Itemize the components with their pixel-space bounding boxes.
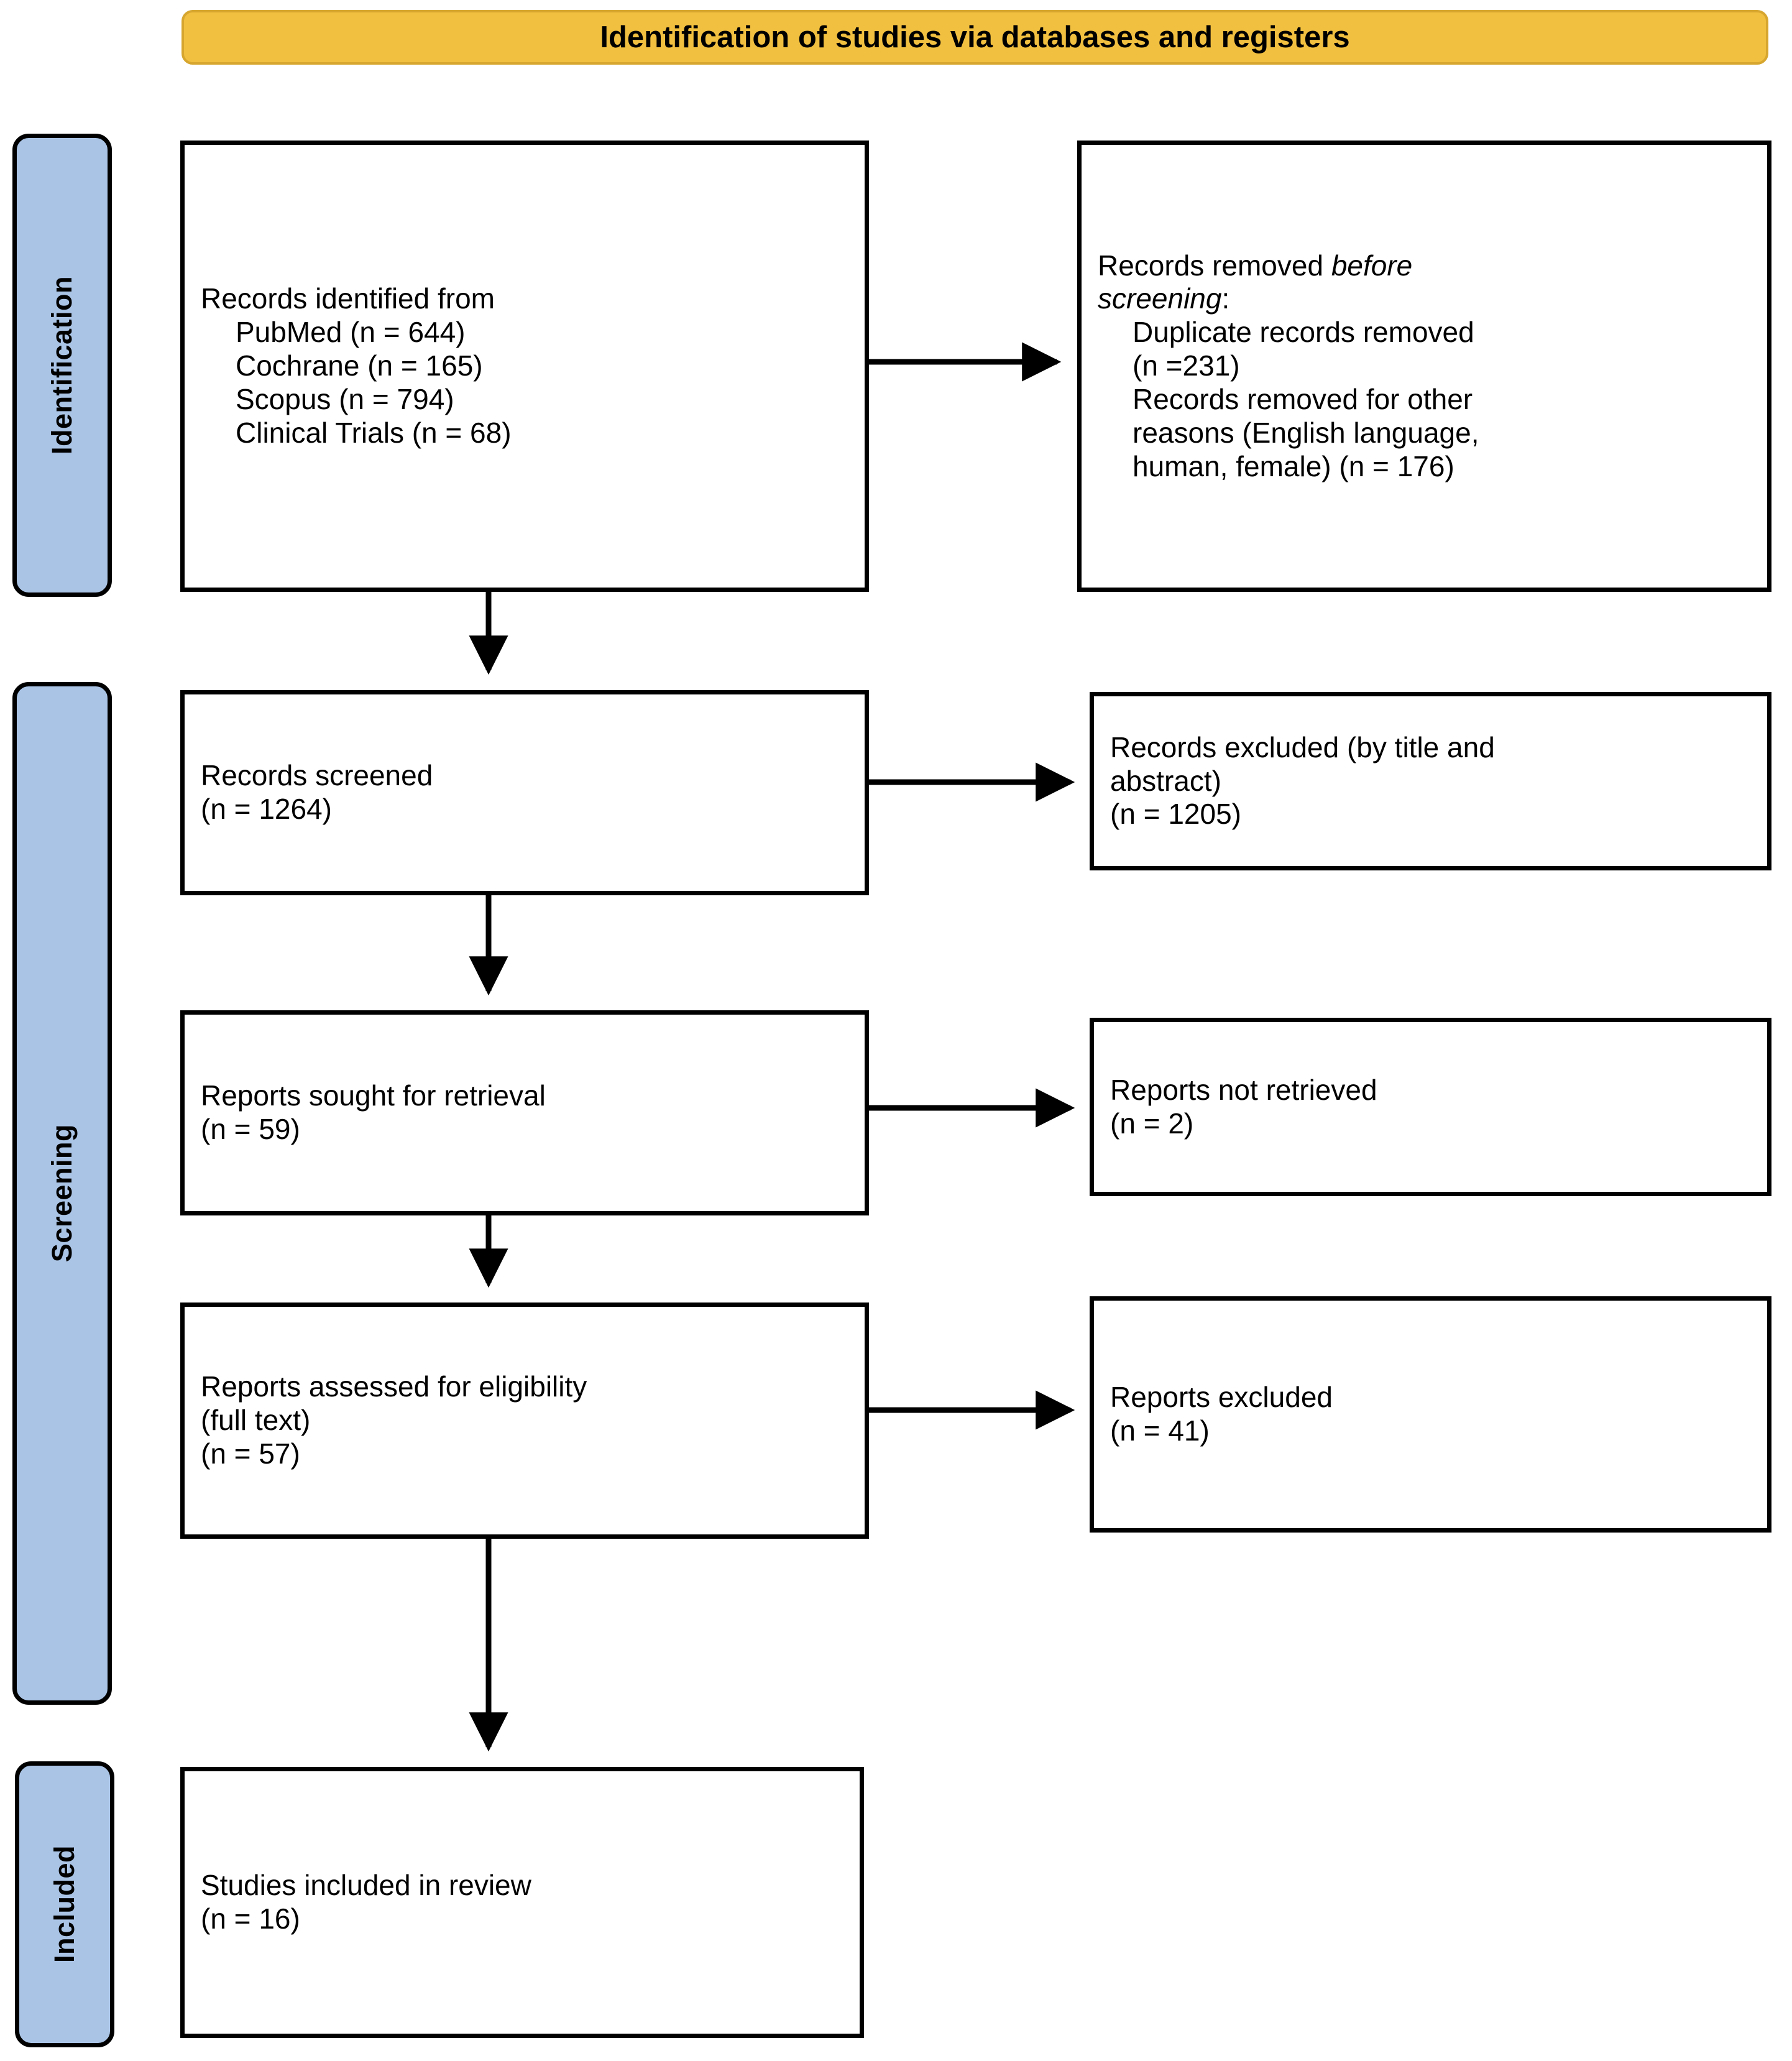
diagram-header-banner: Identification of studies via databases … xyxy=(181,10,1768,65)
records-identified-clinicaltrials: Clinical Trials (n = 68) xyxy=(236,416,512,449)
box-reports-sought-for-retrieval: Reports sought for retrieval (n = 59) xyxy=(180,1010,869,1215)
box-records-identified: Records identified from PubMed (n = 644)… xyxy=(180,141,869,592)
records-excluded-line-2: abstract) xyxy=(1110,764,1221,797)
records-removed-line-1-emphasis: before xyxy=(1331,249,1413,282)
records-screened-count: (n = 1264) xyxy=(201,793,332,825)
records-excluded-count: (n = 1205) xyxy=(1110,798,1241,831)
box-reports-excluded: Reports excluded (n = 41) xyxy=(1090,1296,1771,1533)
records-removed-line-2-emphasis: screening xyxy=(1098,282,1222,315)
reports-assessed-label: Reports assessed for eligibility xyxy=(201,1370,587,1403)
box-records-excluded-title-abstract: Records excluded (by title and abstract)… xyxy=(1090,692,1771,870)
records-removed-other-1: Records removed for other xyxy=(1133,382,1473,415)
records-removed-line-2-post: : xyxy=(1221,282,1230,315)
reports-excluded-count: (n = 41) xyxy=(1110,1414,1210,1447)
records-removed-other-2: reasons (English language, xyxy=(1133,416,1479,449)
stage-label-included: Included xyxy=(15,1761,114,2047)
box-records-removed-before-screening: Records removed before screening: Duplic… xyxy=(1077,141,1771,592)
records-removed-duplicates-count: (n =231) xyxy=(1133,349,1240,382)
studies-included-label: Studies included in review xyxy=(201,1869,531,1902)
records-removed-line-1-pre: Records removed xyxy=(1098,249,1331,282)
stage-label-screening-text: Screening xyxy=(46,1124,78,1263)
box-studies-included-in-review: Studies included in review (n = 16) xyxy=(180,1767,864,2038)
records-identified-line-1: Records identified from xyxy=(201,282,495,315)
box-reports-not-retrieved: Reports not retrieved (n = 2) xyxy=(1090,1018,1771,1196)
reports-assessed-count: (n = 57) xyxy=(201,1437,300,1470)
records-removed-line-2: screening: xyxy=(1098,282,1751,316)
reports-not-retrieved-label: Reports not retrieved xyxy=(1110,1073,1377,1106)
stage-label-screening: Screening xyxy=(12,682,112,1705)
records-excluded-line-1: Records excluded (by title and xyxy=(1110,731,1495,763)
studies-included-count: (n = 16) xyxy=(201,1902,300,1935)
records-identified-cochrane: Cochrane (n = 165) xyxy=(236,349,483,382)
diagram-title: Identification of studies via databases … xyxy=(600,21,1350,54)
stage-label-included-text: Included xyxy=(48,1845,80,1963)
reports-excluded-label: Reports excluded xyxy=(1110,1381,1333,1414)
records-removed-other-3: human, female) (n = 176) xyxy=(1133,450,1454,482)
reports-sought-label: Reports sought for retrieval xyxy=(201,1079,546,1112)
reports-assessed-subtitle: (full text) xyxy=(201,1404,311,1437)
stage-label-identification: Identification xyxy=(12,134,112,597)
records-removed-line-1: Records removed before xyxy=(1098,249,1751,283)
reports-not-retrieved-count: (n = 2) xyxy=(1110,1107,1194,1140)
box-reports-assessed-for-eligibility: Reports assessed for eligibility (full t… xyxy=(180,1303,869,1539)
reports-sought-count: (n = 59) xyxy=(201,1113,300,1145)
records-removed-duplicates: Duplicate records removed xyxy=(1133,316,1474,349)
records-screened-label: Records screened xyxy=(201,759,433,792)
stage-label-identification-text: Identification xyxy=(46,276,78,454)
box-records-screened: Records screened (n = 1264) xyxy=(180,690,869,895)
records-identified-scopus: Scopus (n = 794) xyxy=(236,382,454,415)
records-identified-pubmed: PubMed (n = 644) xyxy=(236,316,466,349)
